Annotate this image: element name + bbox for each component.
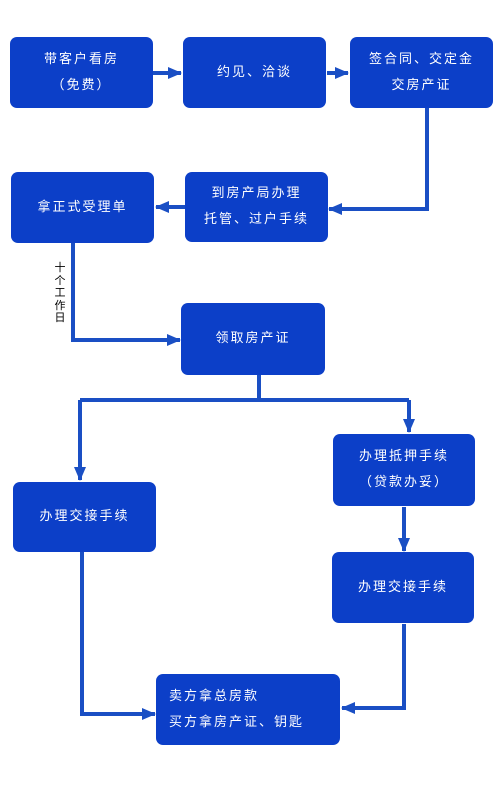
step-housing-bureau-line1: 到房产局办理: [211, 186, 302, 201]
step-final: 卖方拿总房款 买方拿房产证、钥匙: [156, 674, 340, 745]
step-final-line1: 卖方拿总房款: [169, 688, 260, 704]
note-char: 十: [54, 261, 66, 274]
step-sign-contract-line1: 签合同、交定金: [368, 51, 474, 67]
arrow-handover-right-to-final: [341, 624, 406, 714]
step-view-house-line1: 带客户看房: [43, 51, 119, 67]
step-housing-bureau-line2: 托管、过户手续: [203, 212, 309, 227]
step-view-house-line2: （免费）: [51, 77, 112, 93]
step-sign-contract: 签合同、交定金 交房产证: [350, 37, 493, 108]
step-mortgage: 办理抵押手续 （贷款办妥）: [333, 434, 475, 506]
arrow-handover-left-to-final: [80, 552, 156, 720]
note-char: 日: [54, 311, 66, 324]
step-receipt-line1: 拿正式受理单: [37, 199, 128, 215]
step-handover-left: 办理交接手续: [13, 482, 156, 552]
step-mortgage-line2: （贷款办妥）: [358, 475, 449, 490]
step-sign-contract-line2: 交房产证: [391, 77, 452, 93]
step-view-house: 带客户看房 （免费）: [10, 37, 153, 108]
step-certificate: 领取房产证: [181, 303, 325, 375]
step-certificate-line1: 领取房产证: [215, 331, 291, 346]
ten-working-days-note: 十 个 工 作 日: [49, 261, 71, 325]
step-mortgage-line1: 办理抵押手续: [358, 449, 449, 464]
step-receipt: 拿正式受理单: [11, 172, 154, 243]
note-char: 个: [54, 273, 66, 287]
step-handover-left-line1: 办理交接手续: [39, 509, 130, 524]
step-meet-negotiate-line1: 约见、洽谈: [216, 64, 292, 80]
step-housing-bureau: 到房产局办理 托管、过户手续: [185, 172, 328, 242]
step-handover-right: 办理交接手续: [332, 552, 474, 623]
step-handover-right-line1: 办理交接手续: [357, 579, 448, 595]
step-final-line2: 买方拿房产证、钥匙: [169, 714, 305, 730]
step-meet-negotiate: 约见、洽谈: [183, 37, 326, 108]
arrow-sign-to-bureau: [328, 108, 429, 215]
arrow-receipt-to-certificate: [71, 243, 181, 346]
note-char: 工: [54, 286, 66, 299]
note-char: 作: [54, 298, 66, 312]
